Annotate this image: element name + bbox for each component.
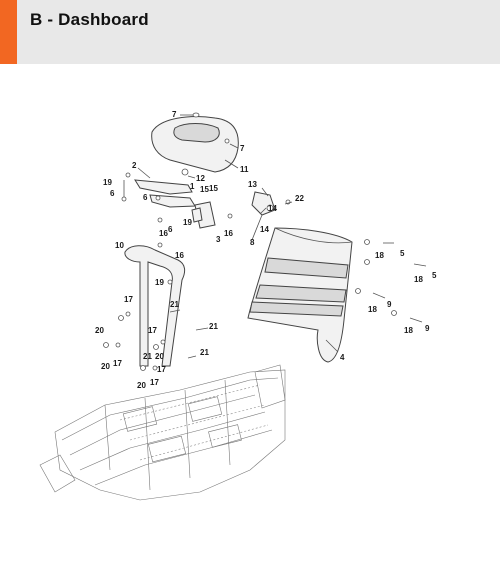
mounting-plate — [191, 201, 216, 229]
dashboard-cover — [151, 112, 239, 173]
callout-9a: 9 — [387, 300, 392, 309]
callout-7b: 7 — [240, 144, 245, 153]
page-title: B - Dashboard — [30, 10, 149, 29]
bracket-left — [134, 168, 196, 208]
callout-7a: 7 — [172, 110, 177, 119]
callout-6c: 6 — [168, 225, 173, 234]
exploded-parts-diagram: 7 7 11 2 12 1 15 15 19 6 6 6 13 22 14 14… — [39, 110, 437, 501]
callout-6a: 6 — [110, 189, 115, 198]
dashboard-panel — [247, 227, 353, 363]
callout-3: 3 — [216, 235, 221, 244]
callout-22: 22 — [295, 194, 304, 203]
callout-20a: 20 — [95, 326, 104, 335]
callout-18c: 18 — [368, 305, 377, 314]
callout-5a: 5 — [400, 249, 405, 258]
callout-17c: 17 — [113, 359, 122, 368]
callout-20c: 20 — [101, 362, 110, 371]
chassis-frame — [39, 364, 286, 501]
callout-19c: 19 — [155, 278, 164, 287]
header-bar: B - Dashboard — [0, 0, 500, 64]
throttle-lever — [251, 191, 276, 241]
callout-17b: 17 — [148, 326, 157, 335]
callout-labels: 7 7 11 2 12 1 15 15 19 6 6 6 13 22 14 14… — [95, 110, 437, 390]
callout-6b: 6 — [143, 193, 148, 202]
callout-18a: 18 — [375, 251, 384, 260]
callout-2: 2 — [132, 161, 137, 170]
callout-13: 13 — [248, 180, 257, 189]
callout-16a: 16 — [224, 229, 233, 238]
callout-20d: 20 — [137, 381, 146, 390]
callout-12: 12 — [196, 174, 205, 183]
callout-15b: 15 — [209, 184, 218, 193]
callout-8: 8 — [250, 238, 255, 247]
callout-19a: 19 — [103, 178, 112, 187]
callout-9b: 9 — [425, 324, 430, 333]
callout-19b: 19 — [183, 218, 192, 227]
callout-5b: 5 — [432, 271, 437, 280]
callout-21d: 21 — [200, 348, 209, 357]
callout-16b: 16 — [159, 229, 168, 238]
callout-21c: 21 — [143, 352, 152, 361]
callout-21a: 21 — [170, 300, 179, 309]
callout-11: 11 — [240, 165, 249, 174]
leader-lines — [137, 114, 339, 353]
callout-17e: 17 — [150, 378, 159, 387]
callout-10: 10 — [115, 241, 124, 250]
callout-14b: 14 — [260, 225, 269, 234]
callout-20b: 20 — [155, 352, 164, 361]
callout-4: 4 — [340, 353, 345, 362]
callout-1: 1 — [190, 182, 195, 191]
fasteners — [103, 172, 427, 371]
header-accent-stripe — [0, 0, 17, 64]
callout-16c: 16 — [175, 251, 184, 260]
callout-17a: 17 — [124, 295, 133, 304]
callout-17d: 17 — [157, 365, 166, 374]
callout-18d: 18 — [404, 326, 413, 335]
callout-21b: 21 — [209, 322, 218, 331]
callout-15a: 15 — [200, 185, 209, 194]
callout-18b: 18 — [414, 275, 423, 284]
callout-14a: 14 — [268, 204, 277, 213]
